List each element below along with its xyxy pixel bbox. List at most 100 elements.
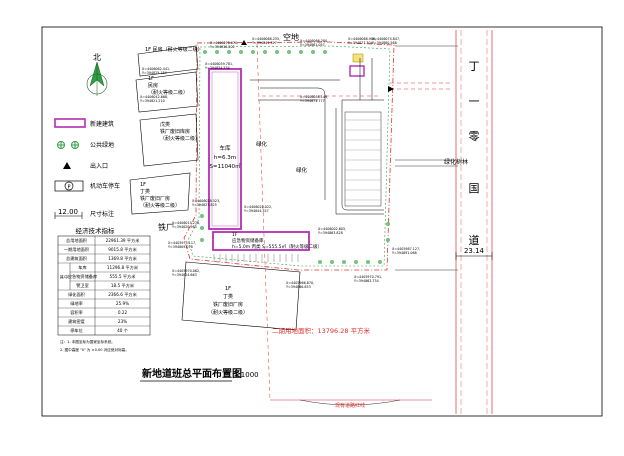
coordinate-label: X=4406002.605, bbox=[318, 227, 346, 231]
entrance-mark-north bbox=[241, 40, 247, 45]
plot-tiechang-3 bbox=[181, 261, 301, 331]
tech-table-value: 0.22 bbox=[118, 310, 128, 315]
tech-table-key: 总用地面积 bbox=[66, 237, 87, 244]
building-label-garage: S=11040㎡ bbox=[209, 162, 241, 170]
tech-note-2: 2. 图中高度 "0" 为 ±0.00 对应绝对标高。 bbox=[60, 347, 129, 352]
coordinate-label: Y=394825.184 bbox=[142, 71, 167, 75]
greening-block-right bbox=[344, 111, 382, 207]
tech-table-value: 1369.8 平方米 bbox=[108, 255, 137, 262]
building-label-minfang2: （耐火等级二级） bbox=[148, 89, 188, 96]
coordinate-label: X=4406015.276, bbox=[172, 221, 200, 225]
coordinate-label: Y=394821.210 bbox=[140, 99, 165, 103]
coordinate-label: Y=394866.853 bbox=[286, 285, 311, 289]
coordinate-label: X=4406068.255, bbox=[252, 37, 280, 41]
legend-dim-sample: 12.00 bbox=[58, 208, 78, 216]
coordinate-label: X=4406042.668, bbox=[140, 95, 168, 99]
legend-parking-icon-text: P bbox=[67, 184, 70, 190]
building-label-tiechang3: 丁类 bbox=[223, 293, 233, 300]
label-greening-2: 绿化 bbox=[256, 140, 268, 148]
internal-roads bbox=[250, 58, 384, 215]
building-label-warehouse: h=5.0m 丙类 S=555.5㎡（耐火等级二级） bbox=[232, 243, 322, 250]
coordinate-label: X=4406068.906, bbox=[348, 37, 376, 41]
tech-table-title: 经济技术指标 bbox=[76, 226, 116, 235]
tech-table-value: 11296.8 平方米 bbox=[107, 264, 139, 271]
national-road bbox=[455, 30, 493, 414]
tech-table-value: 18.5 平方米 bbox=[111, 282, 135, 289]
legend-parking-frame bbox=[54, 180, 84, 192]
coordinate-label: X=4406066.280, bbox=[300, 39, 328, 43]
title-scale: 1:1000 bbox=[234, 371, 259, 379]
tech-table-key: 一期用地面积 bbox=[64, 246, 89, 253]
coordinate-label: Y=394809.078 bbox=[168, 245, 193, 249]
coordinate-label: X=4406059.781, bbox=[205, 62, 233, 66]
label-existing-road: 现有道路红线 bbox=[335, 402, 365, 409]
coordinate-label: X=4406078.070, bbox=[210, 41, 238, 45]
building-label-tiechang3: （耐火等级二级） bbox=[208, 309, 248, 316]
road-name-char-5: 道 bbox=[469, 233, 480, 247]
coordinate-label: Y=394863.828 bbox=[318, 231, 343, 235]
coordinate-label: Y=394863.734 bbox=[354, 279, 379, 283]
coordinate-label: Y=394877.304 bbox=[348, 41, 373, 45]
coordinate-label: Y=394834.534 bbox=[205, 66, 230, 70]
tech-note-1: 注：1. 本图坐标为国家坐标系统。 bbox=[60, 339, 115, 344]
tech-table-value: 555.5 平方米 bbox=[110, 273, 137, 280]
building-label-tiechang2: （耐火等级二级） bbox=[140, 202, 180, 209]
legend-entrance-label: 出入口 bbox=[90, 162, 108, 170]
label-greening-1: 绿化 bbox=[296, 166, 308, 174]
tech-table-key: 停车位 bbox=[70, 327, 83, 334]
tech-table-key: 总建筑面积 bbox=[66, 255, 87, 262]
tech-table-key: 警卫室 bbox=[76, 282, 89, 289]
coordinate-label: Y=394820.565 bbox=[172, 225, 197, 229]
coordinate-label: Y=394844.357 bbox=[244, 209, 269, 213]
red-setback-lines bbox=[256, 43, 452, 401]
legend-parking-icon bbox=[64, 181, 74, 191]
tech-table-value: 23% bbox=[118, 319, 127, 324]
warehouse-building bbox=[212, 231, 310, 251]
coordinate-label: Y=394824.663 bbox=[172, 273, 197, 277]
plot-tiechang-1 bbox=[139, 113, 199, 167]
label-left-tiechang: 铁厂 bbox=[158, 222, 174, 232]
building-label-tiechang2: 1F bbox=[140, 182, 146, 188]
legend-new-building-swatch bbox=[54, 118, 86, 128]
tech-table-side-label: 其中 bbox=[60, 273, 68, 280]
tech-table-value: 25.9% bbox=[116, 301, 129, 306]
legend-dim-label: 尺寸标注 bbox=[90, 210, 114, 218]
legend-new-building-label: 新建建筑 bbox=[90, 120, 114, 128]
tech-table-key: 绿化面积 bbox=[68, 291, 85, 298]
garage-building bbox=[208, 68, 242, 230]
building-label-tiechang3: 1F bbox=[225, 286, 231, 292]
drawing-title: 新地道班总平面布置图 1:1000 bbox=[140, 367, 259, 382]
coordinate-label: X=4405970.062, bbox=[172, 269, 200, 273]
road-name-char-3: 零 bbox=[469, 130, 480, 143]
building-label-tiechang1: 铁厂废旧库房 bbox=[160, 128, 190, 135]
title-main: 新地道班总平面布置图 bbox=[142, 367, 242, 380]
plot-minfang-1 bbox=[137, 45, 199, 77]
tech-table-key: 建筑密度 bbox=[68, 318, 86, 325]
coordinate-label: X=4406074.847, bbox=[372, 37, 400, 41]
coordinate-label: Y=394891.068 bbox=[392, 251, 417, 255]
building-label-warehouse: 1F bbox=[232, 232, 238, 238]
road-width: 23.14 bbox=[464, 247, 485, 255]
parking-stripes bbox=[213, 254, 299, 262]
building-label-garage: h=6.3m bbox=[214, 155, 236, 161]
tech-table-key: 应急物资储备库 bbox=[68, 273, 97, 280]
coordinate-label: Y=394880.568 bbox=[372, 41, 397, 45]
legend: 新建建筑 公共绿地 出入口 P 机动车停车 12.00 尺寸标注 bbox=[54, 118, 120, 219]
road-name-char-4: 国 bbox=[469, 182, 480, 195]
coordinate-label: X=4406020.022, bbox=[244, 205, 272, 209]
tech-table-key: 容积率 bbox=[70, 309, 83, 316]
tree-dots bbox=[200, 50, 390, 264]
building-label-minfang1: 1F 民房（耐火等级二级） bbox=[145, 46, 203, 53]
building-label-tiechang3: 铁厂废旧厂房 bbox=[213, 301, 243, 308]
tech-table-value: 22961.39 平方米 bbox=[106, 237, 141, 244]
coordinate-label: Y=394861.057 bbox=[300, 43, 325, 47]
road-name-char-1: 丁 bbox=[469, 60, 480, 73]
drawing-frame bbox=[41, 26, 603, 417]
legend-green-label: 公共绿地 bbox=[90, 141, 114, 149]
plot-tiechang-2 bbox=[129, 172, 191, 215]
label-phase2-area: 二期用地面积：13796.28 平方米 bbox=[272, 326, 371, 335]
plot-minfang-2 bbox=[135, 71, 199, 113]
